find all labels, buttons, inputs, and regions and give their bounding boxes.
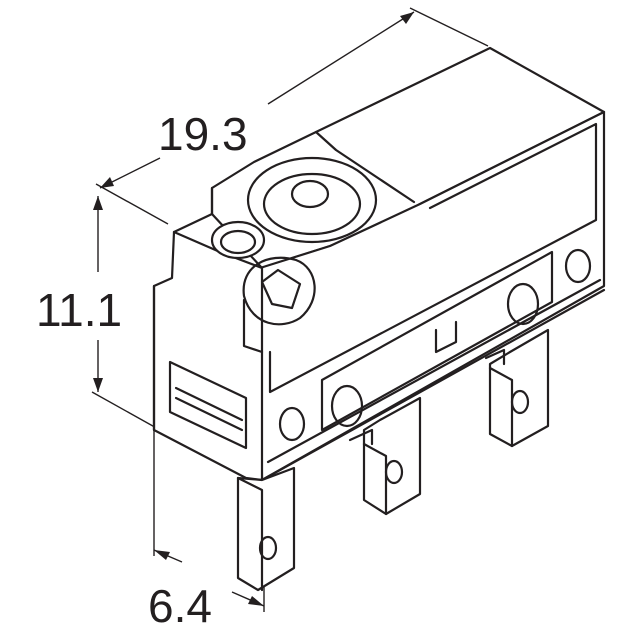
side-window <box>168 360 248 450</box>
terminal-2 <box>348 396 422 516</box>
length-label: 19.3 <box>158 108 248 160</box>
mounting-hole-1 <box>278 406 306 442</box>
terminal-2-edge <box>362 442 388 516</box>
mounting-hole-4 <box>564 248 592 284</box>
lever-hinge-inner <box>260 268 302 310</box>
height-extension-line-bottom <box>91 391 161 431</box>
height-arrow-bottom <box>93 378 103 392</box>
length-dimension-line-right <box>267 11 415 105</box>
terminal-3-edge <box>488 366 514 448</box>
terminal-3 <box>484 328 550 448</box>
terminal-2-blade <box>362 396 422 516</box>
switch-body <box>152 46 606 482</box>
width-label: 6.4 <box>148 580 212 632</box>
front-bottom-edge <box>266 278 602 464</box>
length-dimension: 19.3 <box>95 7 489 225</box>
height-label: 11.1 <box>36 284 122 336</box>
mounting-hole-3 <box>506 282 540 326</box>
length-extension-line-right <box>409 7 489 47</box>
mounting-strip <box>320 250 554 432</box>
terminal-2-tab <box>348 428 374 446</box>
terminal-1-blade <box>236 466 296 592</box>
mounting-hole-2 <box>330 384 364 428</box>
length-arrow-left <box>100 177 114 188</box>
width-arrow-left <box>154 550 170 560</box>
height-arrow-top <box>93 196 103 210</box>
side-window-line-2 <box>174 396 244 432</box>
terminal-1 <box>236 466 296 592</box>
pivot-hole-inner <box>219 229 257 255</box>
mounting-notch <box>434 320 458 354</box>
actuator-plunger <box>290 179 330 209</box>
terminal-3-tab <box>484 348 506 366</box>
lever-hinge <box>242 256 316 326</box>
terminal-2-hole <box>384 459 404 485</box>
front-base-edge <box>260 288 606 482</box>
side-window-line-1 <box>174 386 244 422</box>
length-extension-line-left <box>95 183 169 225</box>
width-arrow-right <box>248 596 264 606</box>
length-arrow-right <box>400 12 414 24</box>
height-dimension: 11.1 <box>36 196 161 431</box>
terminal-3-hole <box>510 389 530 415</box>
front-panel-outline <box>268 122 598 394</box>
lever-hinge-side <box>242 298 264 354</box>
terminal-1-hole <box>258 535 278 561</box>
actuator-ring <box>262 172 362 236</box>
top-plate-edge <box>314 130 416 204</box>
